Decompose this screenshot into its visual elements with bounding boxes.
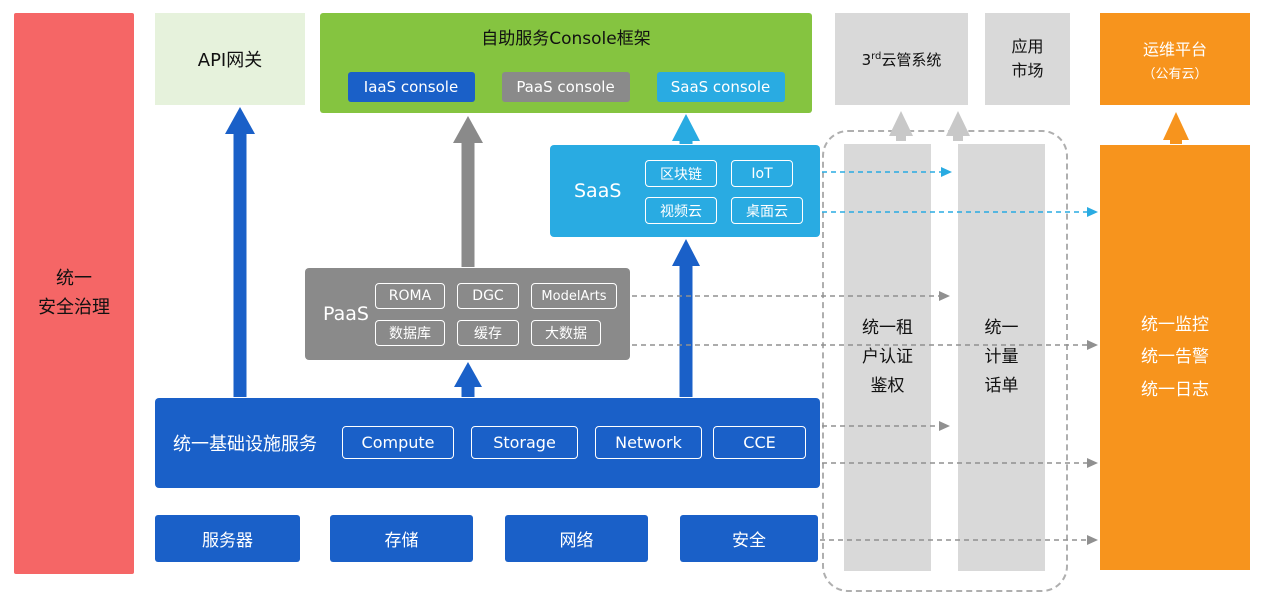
saas-item-iot: IoT — [731, 160, 793, 187]
third-party-cms-sup: rd — [871, 50, 882, 62]
saas-item-video-cloud: 视频云 — [645, 197, 717, 224]
saas-panel: SaaS 区块链 IoT 视频云 桌面云 — [550, 145, 820, 237]
infra-item-network: Network — [595, 426, 702, 459]
paas-item-roma: ROMA — [375, 283, 445, 309]
infrastructure-panel: 统一基础设施服务 Compute Storage Network CCE — [155, 398, 820, 488]
om-platform-box: 运维平台 （公有云） — [1100, 13, 1250, 105]
hw-box-security: 安全 — [680, 515, 818, 562]
paas-panel: PaaS ROMA DGC ModelArts 数据库 缓存 大数据 — [305, 268, 630, 360]
paas-item-bigdata: 大数据 — [531, 320, 601, 346]
om-platform-subtitle: （公有云） — [1142, 67, 1208, 82]
metering-billing-pipeline-bar: 统一 计量 话单 — [958, 144, 1045, 571]
om-platform-title: 运维平台 — [1142, 40, 1207, 59]
hw-box-server: 服务器 — [155, 515, 300, 562]
arrow-infra-to-api-gateway — [225, 107, 255, 397]
console-framework-title: 自助服务Console框架 — [481, 29, 651, 49]
third-party-cms-prefix: 3 — [861, 50, 872, 69]
app-market-box: 应用 市场 — [985, 13, 1070, 105]
saas-item-desktop-cloud: 桌面云 — [731, 197, 803, 224]
paas-item-database: 数据库 — [375, 320, 445, 346]
paas-console-chip: PaaS console — [501, 72, 630, 102]
infra-item-storage: Storage — [471, 426, 578, 459]
pipeline-dashed-container — [822, 130, 1068, 592]
paas-item-modelarts: ModelArts — [531, 283, 617, 309]
arrow-infra-to-saas — [672, 239, 700, 397]
third-party-cms-suffix: 云管系统 — [881, 50, 942, 69]
iaas-console-chip: IaaS console — [347, 72, 475, 102]
api-gateway-box: API网关 — [155, 13, 305, 105]
hw-box-storage: 存储 — [330, 515, 473, 562]
arrow-paas-to-console — [453, 116, 483, 267]
third-party-cms-box: 3rd云管系统 — [835, 13, 968, 105]
infra-item-compute: Compute — [342, 426, 454, 459]
tenant-auth-pipeline-bar: 统一租 户认证 鉴权 — [844, 144, 931, 571]
console-framework-panel: 自助服务Console框架 IaaS console PaaS console … — [320, 13, 812, 113]
saas-item-blockchain: 区块链 — [645, 160, 717, 187]
arrow-saas-to-console — [672, 114, 700, 144]
arrow-infra-to-paas — [454, 362, 482, 397]
monitoring-pipeline-bar: 统一监控 统一告警 统一日志 — [1100, 145, 1250, 570]
paas-item-cache: 缓存 — [457, 320, 519, 346]
infra-item-cce: CCE — [713, 426, 806, 459]
saas-label: SaaS — [574, 180, 622, 202]
paas-label: PaaS — [323, 303, 369, 325]
security-governance-bar: 统一 安全治理 — [14, 13, 134, 574]
hw-box-network: 网络 — [505, 515, 648, 562]
infrastructure-label: 统一基础设施服务 — [173, 434, 317, 455]
arrow-monitoring-to-om-platform — [1163, 112, 1189, 144]
third-party-cms-text: 3rd云管系统 — [862, 49, 942, 70]
saas-console-chip: SaaS console — [656, 72, 785, 102]
paas-item-dgc: DGC — [457, 283, 519, 309]
console-chip-row: IaaS console PaaS console SaaS console — [320, 72, 812, 102]
